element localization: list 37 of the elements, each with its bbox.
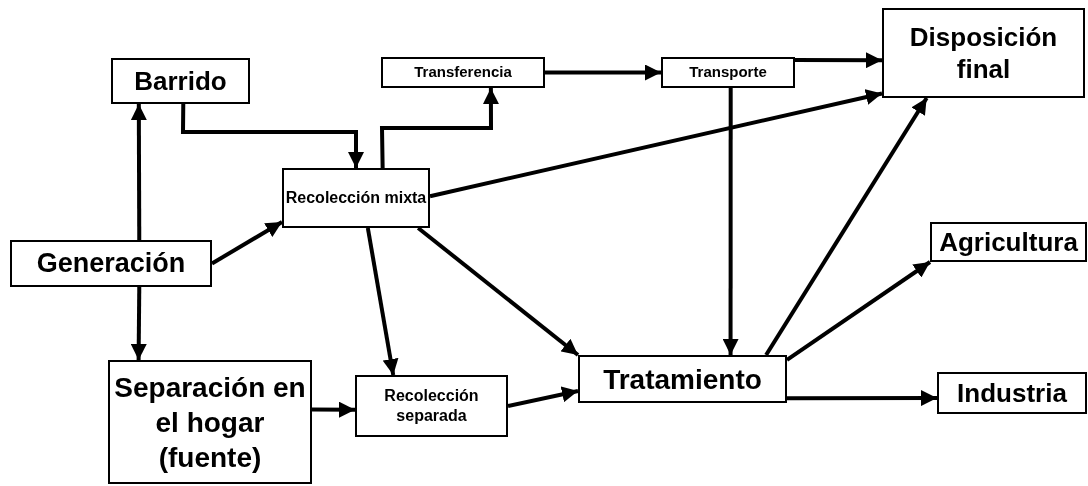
arrow (545, 64, 661, 81)
process-box (882, 8, 1085, 98)
process-box (661, 57, 795, 88)
process-box (930, 222, 1087, 262)
node-label: Generación (36, 246, 186, 280)
arrow (795, 52, 882, 69)
node-label: Recolección mixta (285, 188, 427, 208)
arrow (312, 401, 355, 418)
arrow (787, 390, 937, 407)
process-box (578, 355, 787, 403)
process-box (355, 375, 508, 437)
process-box (10, 240, 212, 287)
node-label: Industria (957, 376, 1067, 410)
node-label: Recolección separada (383, 386, 480, 426)
node-label: Disposición final (908, 20, 1059, 86)
process-box (111, 58, 250, 104)
arrow (379, 88, 499, 169)
arrow (211, 220, 283, 266)
arrow (180, 103, 364, 168)
arrow (416, 226, 580, 357)
process-box (381, 57, 545, 88)
process-box (108, 360, 312, 484)
process-box (282, 168, 430, 228)
arrow (507, 386, 579, 408)
arrow (130, 286, 147, 361)
arrow (365, 227, 399, 376)
arrow (764, 96, 929, 357)
node-label: Tratamiento (603, 362, 762, 397)
node-label: Transporte (689, 63, 767, 82)
node-label: Barrido (134, 64, 227, 98)
node-label: Separación en el hogar (fuente) (113, 370, 307, 475)
process-box (937, 372, 1087, 414)
arrow (429, 89, 883, 199)
arrow (130, 104, 147, 240)
node-label: Agricultura (939, 225, 1078, 259)
node-label: Transferencia (414, 63, 512, 82)
arrow (722, 88, 739, 355)
